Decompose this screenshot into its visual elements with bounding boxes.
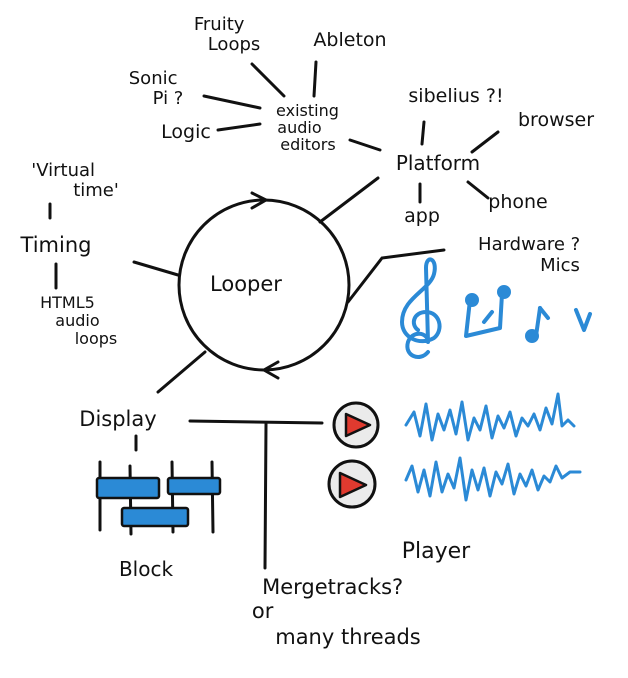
phone-label: phone xyxy=(488,191,547,213)
connector-sibelius xyxy=(420,120,426,146)
hardware-mics-label: Hardware ? Mics xyxy=(478,234,586,276)
existing-audio-editors-label: existing audio editors xyxy=(276,101,344,154)
connector-platform xyxy=(318,176,380,224)
sonic-pi-label: Sonic Pi ? xyxy=(129,68,184,109)
connector-display-player xyxy=(188,419,324,425)
browser-label: browser xyxy=(518,109,594,131)
connector-ableton xyxy=(312,60,318,98)
editors-cluster: Fruity Loops Ableton Sonic Pi ? Logic ex… xyxy=(129,14,387,154)
player-1 xyxy=(332,392,576,449)
block-chart: Block xyxy=(95,460,222,581)
connectors xyxy=(48,60,500,570)
connector-hardware xyxy=(346,248,446,304)
looper-circle: Looper xyxy=(177,191,351,380)
block-bar xyxy=(120,506,190,528)
timing-label: Timing xyxy=(20,233,92,257)
timing-cluster: 'Virtual time' Timing HTML5 audio loops xyxy=(20,160,119,348)
logic-label: Logic xyxy=(161,121,211,143)
app-label: app xyxy=(404,205,440,227)
connector-browser xyxy=(470,130,500,154)
virtual-time-label: 'Virtual time' xyxy=(31,160,119,201)
merge-tracks-label: Mergetracks? or many threads xyxy=(252,575,421,649)
music-notes-group xyxy=(400,257,592,359)
connector-editors-platform xyxy=(348,138,382,152)
platform-label: Platform xyxy=(396,151,480,175)
player-label: Player xyxy=(402,539,471,564)
player-2 xyxy=(327,456,582,509)
music-notes-icon xyxy=(464,285,592,343)
connector-logic xyxy=(216,122,262,132)
treble-clef-icon xyxy=(400,257,442,359)
sibelius-label: sibelius ?! xyxy=(408,85,503,107)
play-button-icon xyxy=(344,412,372,438)
display-label: Display xyxy=(79,407,156,431)
ableton-label: Ableton xyxy=(313,29,386,51)
fruity-loops-label: Fruity Loops xyxy=(194,14,260,55)
play-button-icon xyxy=(338,471,368,499)
connector-phone xyxy=(466,180,490,200)
block-bar xyxy=(166,476,222,496)
html5-audio-loops-label: HTML5 audio loops xyxy=(40,293,117,348)
waveform-icon xyxy=(404,392,576,442)
connector-fruity xyxy=(250,62,286,98)
waveform-icon xyxy=(404,456,582,502)
block-bar xyxy=(95,476,161,500)
connector-merge xyxy=(263,422,268,570)
block-label: Block xyxy=(119,557,174,581)
connector-timing xyxy=(132,260,180,277)
loop-arrow-bottom-icon xyxy=(260,360,280,380)
connector-sonic xyxy=(202,94,262,110)
looper-label: Looper xyxy=(210,272,282,296)
connector-display xyxy=(156,350,207,394)
platform-cluster: sibelius ?! browser Platform app phone xyxy=(396,85,594,227)
loop-arrow-top-icon xyxy=(250,191,270,210)
